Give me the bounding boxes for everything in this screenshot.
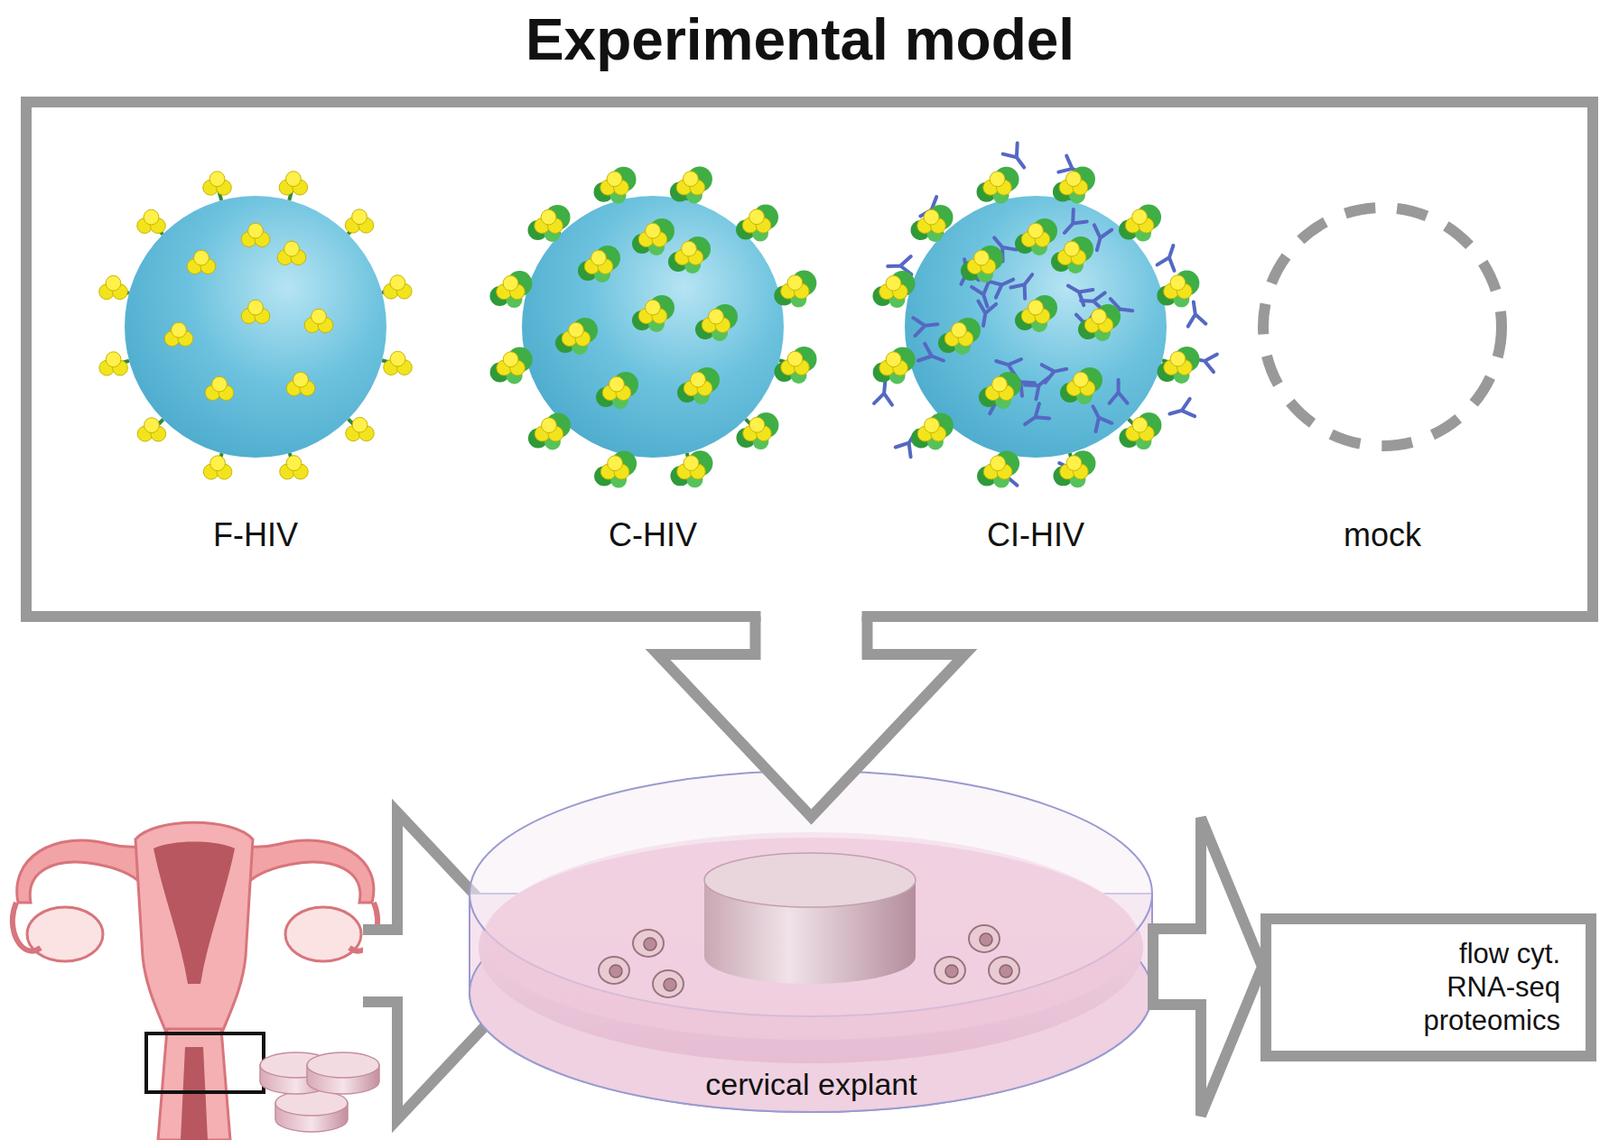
- condition-label: C-HIV: [608, 515, 698, 556]
- diagram-title: Experimental model: [0, 3, 1600, 76]
- condition-label: mock: [1343, 515, 1422, 556]
- uterus-illustration: [12, 822, 380, 1140]
- mock-outline: [1263, 207, 1502, 447]
- explant-dish: cervical explant: [469, 817, 1154, 1113]
- dish-label: cervical explant: [469, 1065, 1154, 1104]
- condition-label: F-HIV: [213, 515, 298, 556]
- readout-list: flow cyt. RNA-seq proteomics: [1402, 937, 1561, 1038]
- flow-arrow: [658, 616, 966, 818]
- panel-bottom-border: [26, 611, 1593, 623]
- virion-illustration: [99, 171, 413, 480]
- flow-arrow: [1153, 818, 1263, 1117]
- readout-box: flow cyt. RNA-seq proteomics: [1260, 913, 1597, 1062]
- condition-panel: F-HIV C-HIV CI-HIV mock: [20, 96, 1599, 623]
- virion-illustration: [489, 166, 817, 488]
- condition-label: CI-HIV: [986, 515, 1085, 556]
- virion-illustration: [872, 143, 1217, 489]
